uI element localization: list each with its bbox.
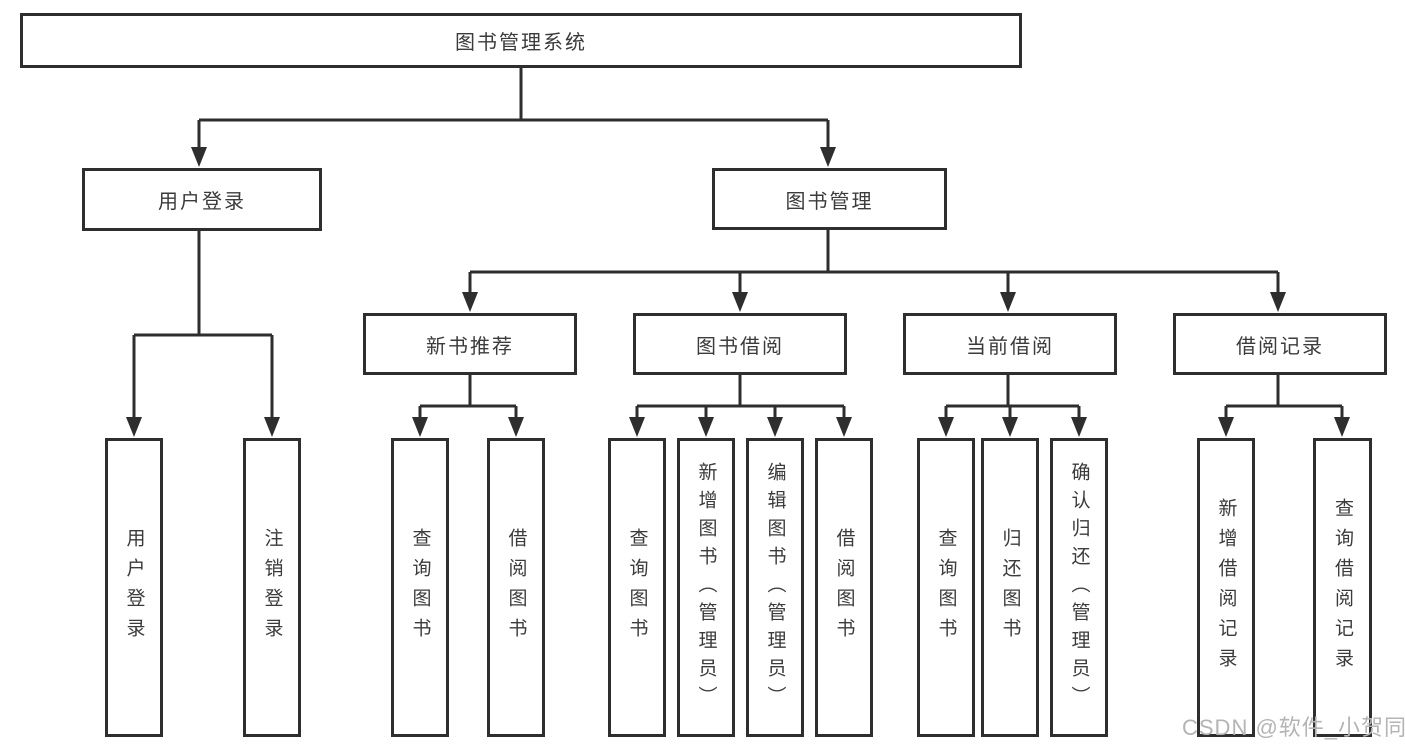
node-borrowing-records: 借阅记录	[1173, 313, 1387, 375]
leaf-query-borrow-record: 查询借阅记录	[1313, 438, 1372, 737]
node-book-borrowing: 图书借阅	[633, 313, 847, 375]
node-current-borrowing: 当前借阅	[903, 313, 1117, 375]
leaf-borrow-books-borrowing: 借阅图书	[815, 438, 873, 737]
leaf-query-books-recommend: 查询图书	[391, 438, 449, 737]
leaf-return-books: 归还图书	[981, 438, 1039, 737]
node-library-system: 图书管理系统	[20, 13, 1022, 68]
leaf-logout: 注销登录	[243, 438, 301, 737]
leaf-add-borrow-record: 新增借阅记录	[1197, 438, 1255, 737]
leaf-query-books-current: 查询图书	[917, 438, 975, 737]
node-new-book-recommendation: 新书推荐	[363, 313, 577, 375]
leaf-borrow-books-recommend: 借阅图书	[487, 438, 545, 737]
leaf-add-book-admin: 新增图书（管理员）	[677, 438, 735, 737]
node-user-login: 用户登录	[82, 168, 322, 231]
leaf-confirm-return-admin: 确认归还（管理员）	[1050, 438, 1108, 737]
node-book-management: 图书管理	[712, 168, 947, 230]
leaf-query-books-borrowing: 查询图书	[608, 438, 666, 737]
leaf-edit-book-admin: 编辑图书（管理员）	[746, 438, 804, 737]
leaf-user-login: 用户登录	[105, 438, 163, 737]
